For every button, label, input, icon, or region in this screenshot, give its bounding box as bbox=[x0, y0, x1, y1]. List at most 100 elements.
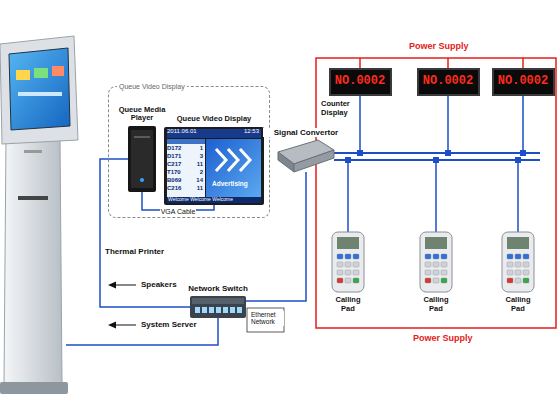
pad-key bbox=[345, 262, 351, 267]
pad-key bbox=[425, 262, 431, 267]
pad-key bbox=[515, 262, 521, 267]
node-title: Calling Pad bbox=[328, 296, 368, 313]
kiosk-head bbox=[0, 36, 78, 144]
power-line bbox=[359, 58, 361, 68]
network-switch: Network Switch bbox=[190, 296, 246, 318]
node-title: Network Switch bbox=[180, 284, 256, 293]
pad-body bbox=[332, 232, 364, 292]
switch-port bbox=[237, 307, 242, 313]
pad-key bbox=[523, 278, 529, 283]
pad-key bbox=[425, 270, 431, 275]
screen-time: 12:53 bbox=[244, 128, 259, 135]
power-wiring bbox=[316, 58, 556, 328]
pad-key bbox=[507, 262, 513, 267]
kiosk-pillar bbox=[4, 138, 62, 384]
kiosk-base bbox=[0, 382, 68, 394]
pad-key bbox=[353, 270, 359, 275]
part-label: System Server bbox=[140, 320, 198, 329]
pointer-arrows bbox=[108, 282, 136, 329]
kiosk-slot bbox=[24, 150, 42, 153]
node-title: Calling Pad bbox=[498, 296, 538, 313]
part-label: Speakers bbox=[140, 280, 178, 289]
queue-ticket: C216 bbox=[167, 184, 181, 192]
advert-panel bbox=[206, 139, 261, 197]
media-player: Queue Media Player bbox=[128, 126, 156, 192]
switch-port bbox=[209, 307, 214, 313]
window-number: 2 bbox=[190, 168, 203, 176]
kiosk bbox=[0, 36, 78, 394]
pad-key bbox=[433, 270, 439, 275]
power-line bbox=[447, 58, 449, 68]
pad-key bbox=[337, 270, 343, 275]
pad-key bbox=[441, 270, 447, 275]
signal-bus bbox=[334, 150, 540, 163]
cable-label: VGA Cable bbox=[160, 207, 197, 216]
pad-key bbox=[353, 254, 359, 259]
calling-pad: Calling Pad bbox=[498, 232, 538, 292]
pad-key bbox=[507, 278, 513, 283]
pad-key bbox=[433, 254, 439, 259]
counter-display: NO.0002 bbox=[329, 68, 392, 96]
pad-key bbox=[345, 254, 351, 259]
ethernet-outline bbox=[247, 308, 284, 332]
player-case bbox=[128, 126, 156, 192]
table-head bbox=[167, 139, 205, 144]
network-cable bbox=[66, 318, 218, 345]
chevron bbox=[216, 149, 226, 171]
window-number: 11 bbox=[190, 160, 203, 168]
pad-key bbox=[345, 278, 351, 283]
node-title: Queue Video Display bbox=[163, 115, 265, 124]
player-shape bbox=[128, 126, 156, 192]
pad-key bbox=[515, 270, 521, 275]
pad-key bbox=[337, 278, 343, 283]
part-label: Thermal Printer bbox=[104, 247, 165, 256]
node-title: Signal Convertor bbox=[263, 128, 349, 137]
pad-key bbox=[507, 270, 513, 275]
pad-screen bbox=[507, 237, 529, 249]
pad-key bbox=[337, 262, 343, 267]
kiosk-screen bbox=[9, 48, 70, 130]
switch-port bbox=[230, 307, 235, 313]
pad-key bbox=[441, 254, 447, 259]
arrow-head bbox=[108, 282, 116, 289]
pad-screen bbox=[337, 237, 359, 249]
queue-ticket: D172 bbox=[167, 144, 181, 152]
power-line bbox=[522, 58, 524, 68]
pad-key bbox=[507, 254, 513, 259]
pad-key bbox=[515, 278, 521, 283]
switch-port bbox=[216, 307, 221, 313]
convertor-side bbox=[278, 152, 294, 172]
calling-pad: Calling Pad bbox=[328, 232, 368, 292]
pad-key bbox=[523, 270, 529, 275]
pad-key bbox=[337, 254, 343, 259]
display-number: NO.0002 bbox=[498, 75, 548, 89]
pad-shape bbox=[498, 232, 538, 292]
pad-key bbox=[441, 262, 447, 267]
queue-ticket: C217 bbox=[167, 160, 181, 168]
switch-shape bbox=[190, 296, 246, 318]
counter-display: NO.0002 bbox=[492, 68, 555, 96]
screen-icon bbox=[52, 66, 64, 76]
switch-case bbox=[190, 296, 246, 318]
window-number: 1 bbox=[190, 144, 203, 152]
printer-slot bbox=[18, 196, 48, 200]
power-label: Power Supply bbox=[408, 41, 470, 51]
screen-icon bbox=[16, 70, 30, 80]
counter-display: NO.0002 bbox=[417, 68, 480, 96]
display-number: NO.0002 bbox=[335, 75, 385, 89]
pad-key bbox=[523, 254, 529, 259]
queue-table bbox=[167, 139, 205, 197]
pointer-line bbox=[114, 325, 136, 326]
pad-key bbox=[425, 254, 431, 259]
cable-line bbox=[334, 160, 348, 232]
queue-ticket: T170 bbox=[167, 168, 181, 176]
screen-frame bbox=[164, 127, 264, 205]
pad-shape bbox=[328, 232, 368, 292]
pad-key bbox=[433, 262, 439, 267]
convertor-front bbox=[294, 150, 334, 172]
node-title: Queue Media Player bbox=[115, 106, 169, 123]
switch-port bbox=[195, 307, 200, 313]
pad-key bbox=[353, 278, 359, 283]
arrow-head bbox=[108, 322, 116, 329]
